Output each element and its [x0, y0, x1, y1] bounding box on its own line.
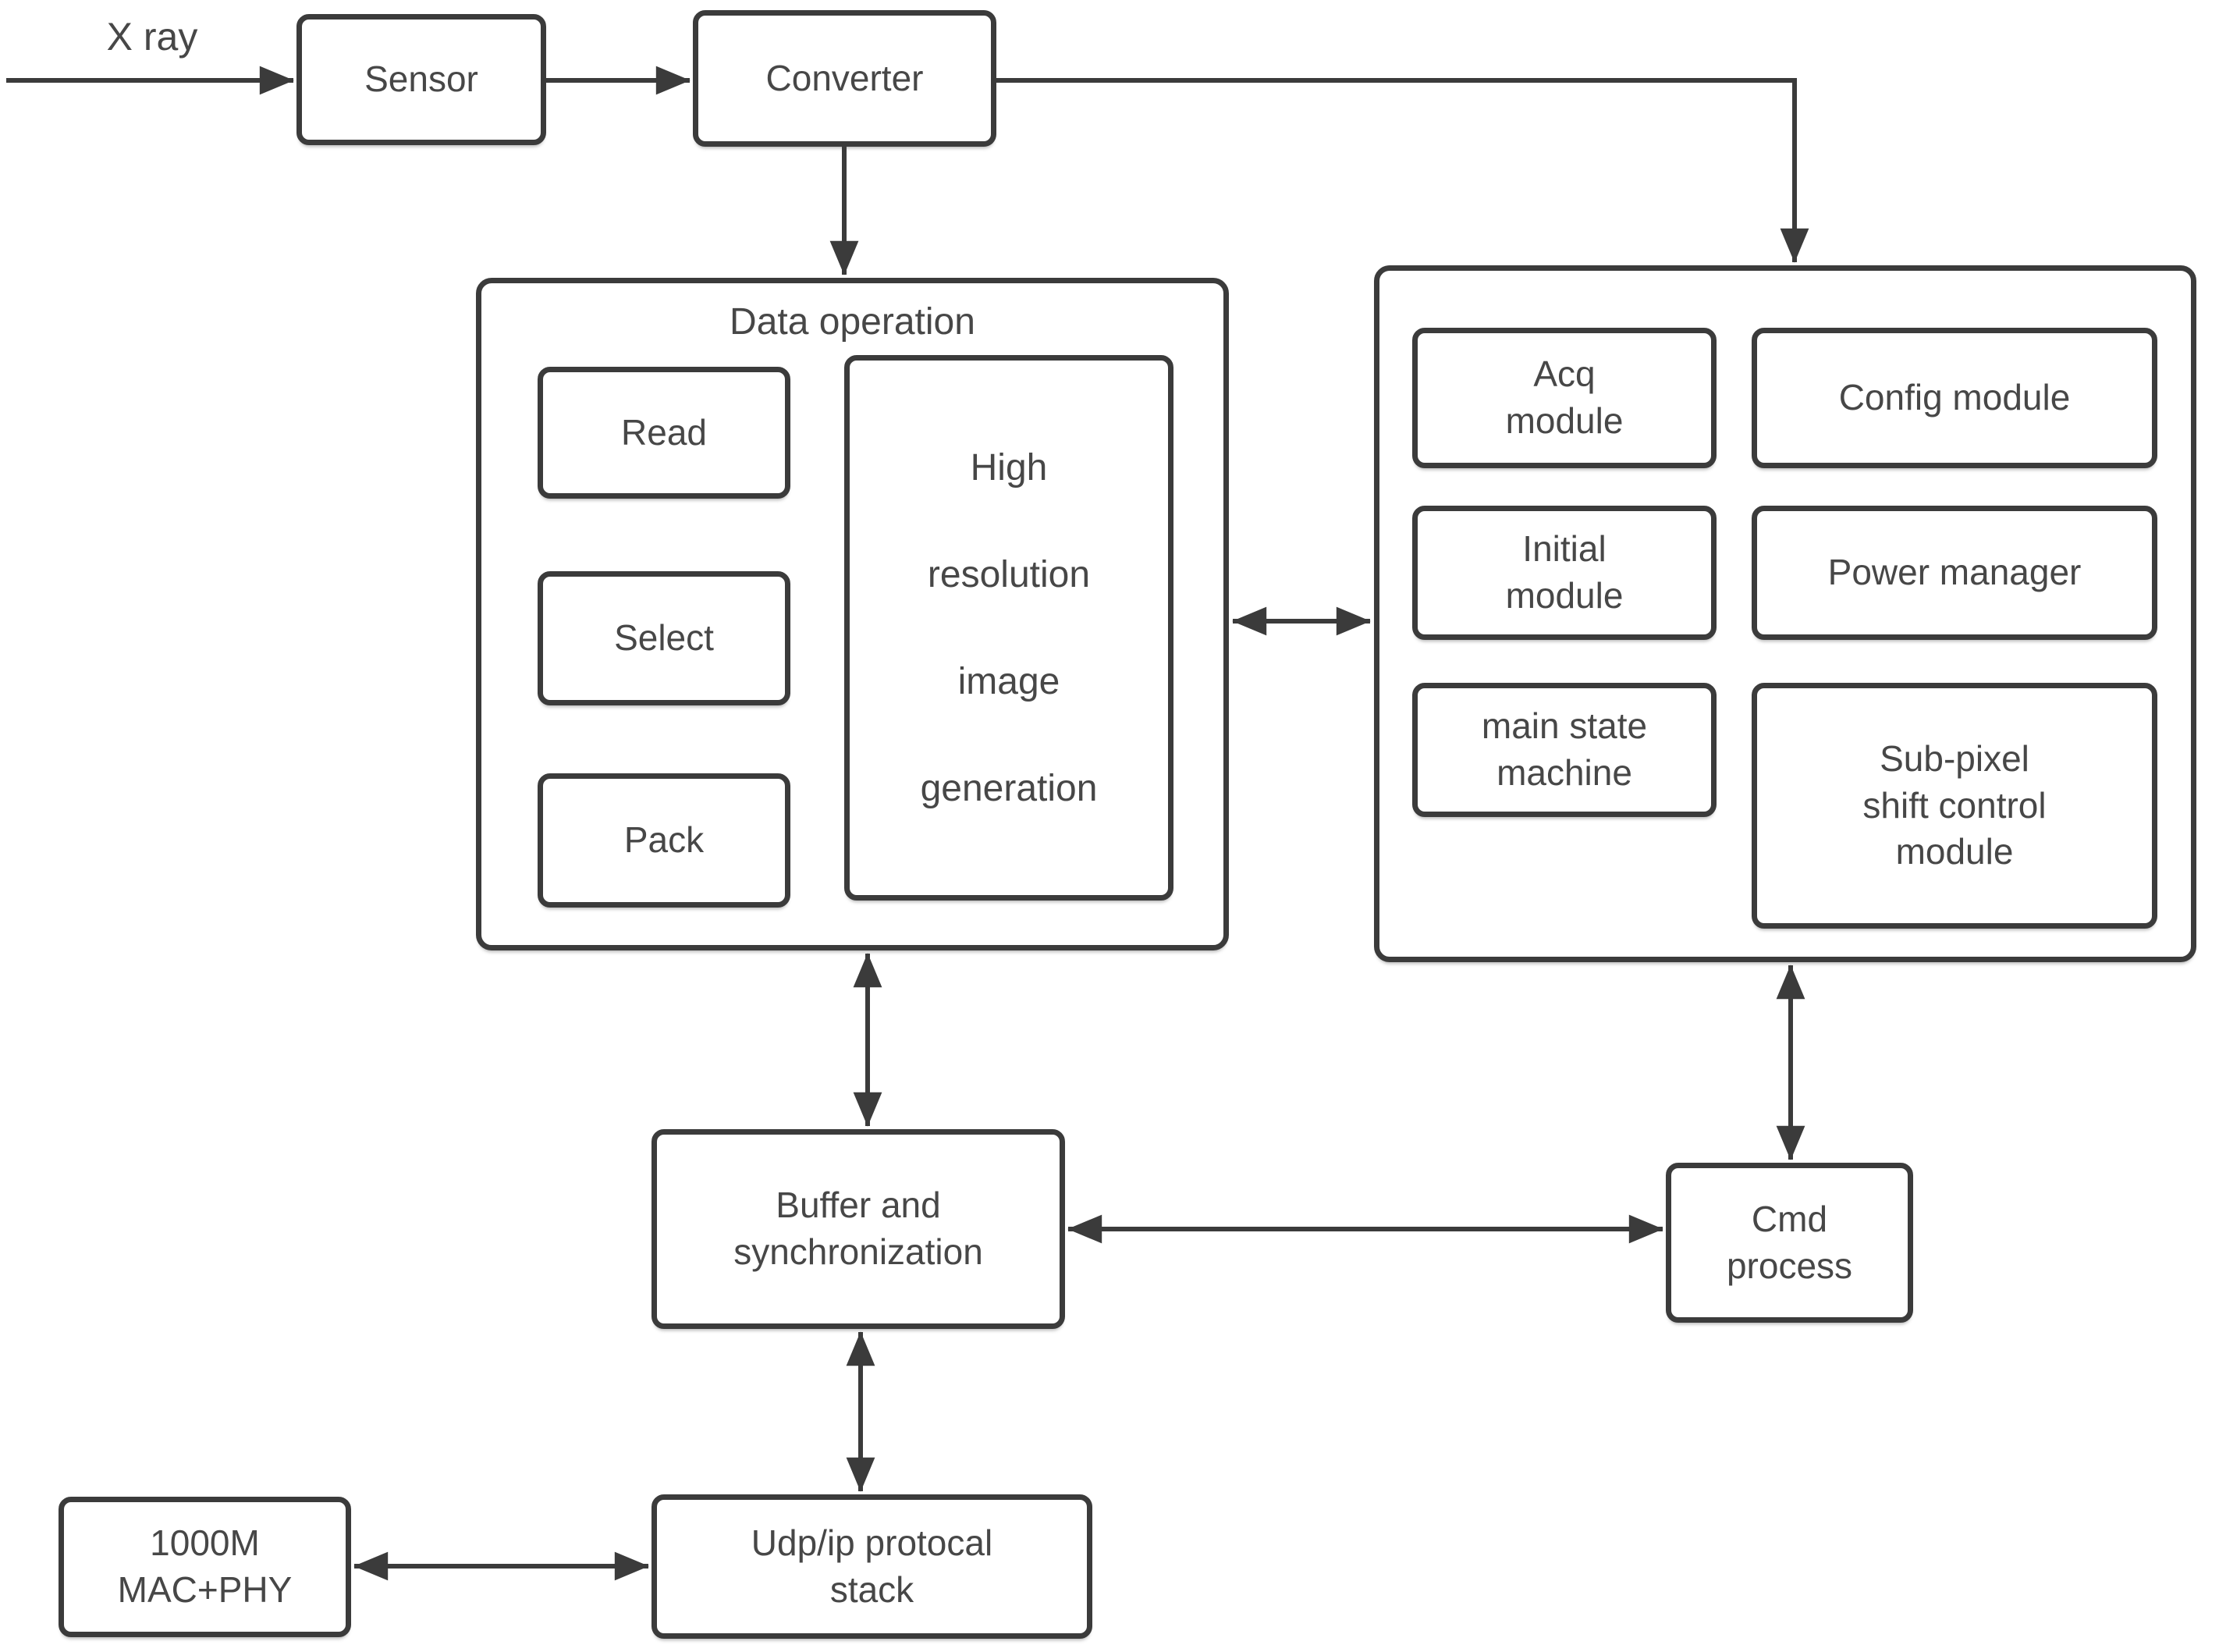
- udp-stack-label: Udp/ip protocal stack: [751, 1522, 993, 1610]
- mac-phy-label: 1000M MAC+PHY: [117, 1522, 293, 1610]
- power-manager-node: Power manager: [1752, 506, 2157, 640]
- converter-node: Converter: [693, 10, 996, 147]
- buffer-label: Buffer and synchronization: [733, 1185, 983, 1272]
- buffer-node: Buffer and synchronization: [651, 1129, 1065, 1329]
- subpixel-shift-node: Sub-pixel shift control module: [1752, 683, 2157, 929]
- power-manager-label: Power manager: [1827, 552, 2082, 593]
- pack-node: Pack: [538, 773, 790, 908]
- read-node: Read: [538, 367, 790, 499]
- pack-label: Pack: [623, 819, 705, 861]
- acq-module-node: Acq module: [1412, 328, 1717, 468]
- config-module-node: Config module: [1752, 328, 2157, 468]
- udp-stack-node: Udp/ip protocal stack: [651, 1494, 1092, 1639]
- cmd-process-node: Cmd process: [1666, 1163, 1913, 1323]
- data-operation-title: Data operation: [730, 301, 975, 343]
- cmd-process-label: Cmd process: [1726, 1198, 1853, 1286]
- acq-module-label: Acq module: [1505, 353, 1624, 441]
- select-node: Select: [538, 571, 790, 705]
- main-state-machine-node: main state machine: [1412, 683, 1717, 817]
- sensor-label: Sensor: [364, 59, 478, 100]
- main-state-machine-label: main state machine: [1481, 705, 1648, 793]
- initial-module-node: Initial module: [1412, 506, 1717, 640]
- initial-module-label: Initial module: [1505, 528, 1624, 616]
- arrow-feedback-to-converter-and-control: [996, 78, 1809, 263]
- high-resolution-node: High resolution image generation: [844, 355, 1173, 901]
- config-module-label: Config module: [1838, 377, 2071, 418]
- mac-phy-node: 1000M MAC+PHY: [59, 1497, 351, 1637]
- read-label: Read: [621, 411, 707, 453]
- converter-label: Converter: [765, 57, 924, 98]
- subpixel-shift-label: Sub-pixel shift control module: [1862, 737, 2047, 872]
- high-resolution-label: High resolution image generation: [920, 446, 1098, 809]
- sensor-node: Sensor: [296, 14, 546, 145]
- xray-label: X ray: [74, 14, 230, 59]
- xray-label-text: X ray: [106, 15, 198, 59]
- select-label: Select: [614, 617, 714, 659]
